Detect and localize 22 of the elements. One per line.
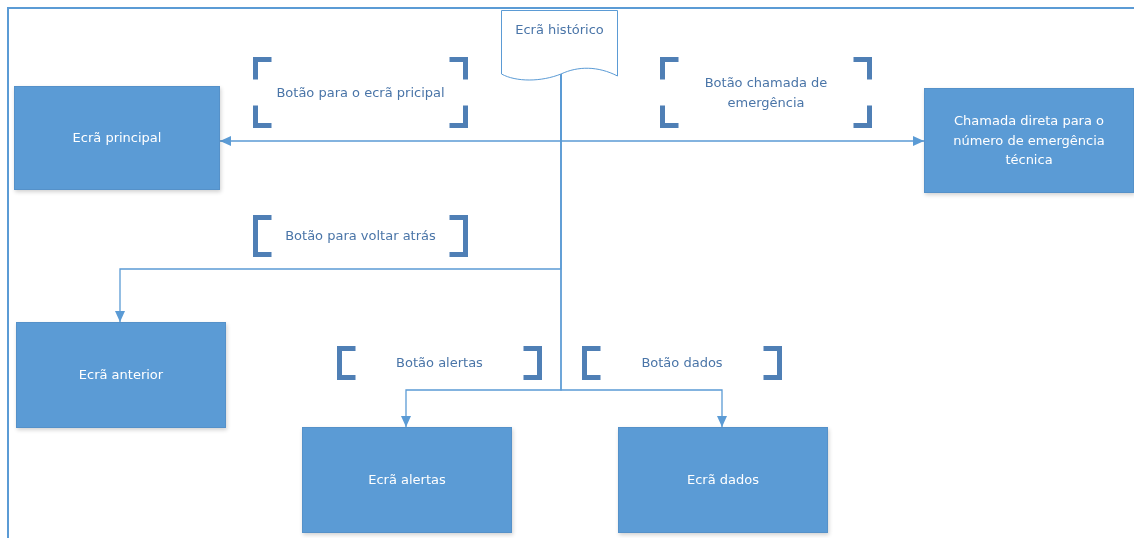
screen-box: [618, 427, 828, 533]
annotation-bracket: [337, 346, 542, 380]
box-label: Ecrã alertas: [368, 471, 446, 490]
annotation-text: Botão dados: [641, 354, 723, 373]
document-shape: [501, 10, 618, 82]
screen-box: [302, 427, 512, 533]
box-label: Ecrã principal: [72, 129, 162, 148]
document-label: Ecrã histórico: [515, 22, 604, 37]
box-label: Ecrã anterior: [78, 366, 164, 385]
annotation-text: Botão chamada de emergência: [703, 74, 829, 112]
box-label: Chamada direta para o número de emergência técnica: [952, 112, 1106, 170]
annotation-bracket: [660, 57, 872, 128]
annotation-text: Botão para voltar atrás: [285, 227, 436, 246]
screen-box: [16, 322, 226, 428]
annotation-bracket: [582, 346, 782, 380]
annotation-bracket: [253, 215, 468, 257]
screen-box: [14, 86, 220, 190]
screen-box: [924, 88, 1134, 193]
annotation-bracket: [253, 57, 468, 128]
annotation-text: Botão alertas: [396, 354, 483, 373]
annotation-text: Botão para o ecrã pricipal: [276, 83, 445, 102]
box-label: Ecrã dados: [687, 471, 759, 490]
